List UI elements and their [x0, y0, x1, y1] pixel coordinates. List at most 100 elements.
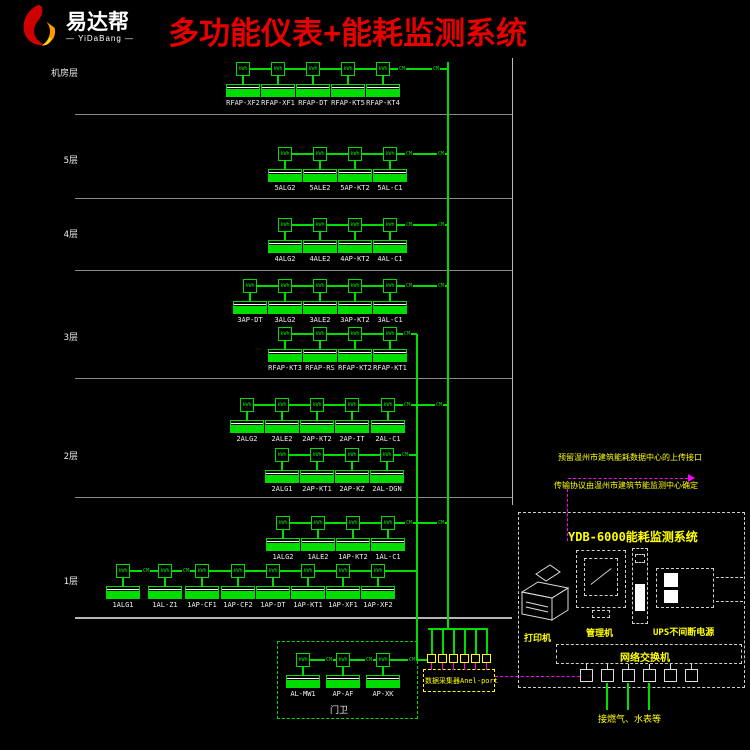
station-box — [518, 512, 745, 688]
meter-stem — [277, 76, 279, 84]
distribution-panel-icon — [221, 586, 255, 599]
meter-label: RFAP-KT4 — [366, 99, 400, 107]
distribution-panel-icon — [373, 301, 407, 314]
monitor-icon — [576, 550, 626, 608]
meter-label: 4ALG2 — [274, 255, 296, 263]
meter-label: 5AL-C1 — [377, 184, 403, 192]
distribution-panel-icon — [265, 470, 299, 483]
meter-stem — [387, 412, 389, 420]
distribution-panel-icon — [366, 675, 400, 688]
meter-stem — [319, 161, 321, 169]
distribution-panel-icon — [291, 586, 325, 599]
brand-name: 易达帮 — [66, 11, 129, 34]
bus-tag: CM — [403, 402, 412, 408]
meter-stem — [342, 667, 344, 675]
floor-separator-line — [75, 114, 512, 115]
ups-icon — [656, 568, 714, 608]
meter-label: 1AL-C1 — [375, 553, 401, 561]
collector-port — [449, 654, 458, 663]
collector-link — [453, 663, 454, 670]
kwh-meter-icon: kWh — [383, 147, 397, 161]
kwh-meter-icon: kWh — [231, 564, 245, 578]
kwh-meter-icon: kWh — [376, 62, 390, 76]
meter-stem — [389, 161, 391, 169]
switch-port-stub — [670, 664, 671, 669]
brand-logo: 易达帮 — YiDaBang — — [14, 3, 134, 51]
collector-link — [475, 663, 476, 670]
bus-tag: CM — [365, 657, 374, 663]
uplink-arrowhead-icon — [688, 474, 695, 482]
kwh-meter-icon: kWh — [345, 448, 359, 462]
kwh-meter-icon: kWh — [266, 564, 280, 578]
collector-link — [464, 663, 465, 670]
kwh-meter-icon: kWh — [383, 279, 397, 293]
meter-label: RFAP-XF1 — [261, 99, 295, 107]
switch-port — [622, 669, 635, 682]
riser-trunk-line — [447, 62, 449, 630]
collector-drop-line — [464, 629, 466, 654]
meter-label: 1AP-KT2 — [338, 553, 368, 561]
meter-stem — [281, 462, 283, 470]
bus-tag: CM — [435, 402, 444, 408]
meter-label: 1ALE2 — [307, 553, 329, 561]
meter-label: RFAP-KT2 — [338, 364, 372, 372]
distribution-panel-icon — [371, 420, 405, 433]
distribution-panel-icon — [326, 675, 360, 688]
brand-subtitle: — YiDaBang — — [66, 34, 135, 43]
meter-label: RFAP-RS — [305, 364, 335, 372]
ups-cell-2 — [664, 590, 678, 603]
collector-drop-line — [486, 629, 488, 654]
collector-port — [482, 654, 491, 663]
meter-stem — [354, 341, 356, 349]
distribution-panel-icon — [335, 420, 369, 433]
kwh-meter-icon: kWh — [158, 564, 172, 578]
collector-drop-line — [431, 629, 433, 654]
meter-stem — [284, 161, 286, 169]
bus-line — [283, 522, 448, 524]
meter-label: 1ALG1 — [112, 601, 134, 609]
distribution-panel-icon — [268, 301, 302, 314]
kwh-meter-icon: kWh — [301, 564, 315, 578]
collector-drop-line — [453, 629, 455, 654]
meter-label: 3AP-KT2 — [340, 316, 370, 324]
meter-label: 1AP-XF2 — [363, 601, 393, 609]
pc-tower-drive — [635, 554, 645, 563]
floor-label: 5层 — [63, 156, 78, 166]
meter-stem — [382, 76, 384, 84]
flame-icon — [23, 4, 56, 46]
meter-label: 1AP-CF1 — [187, 601, 217, 609]
bus-tag: CM — [437, 222, 446, 228]
collector-feeder-line — [428, 628, 488, 630]
distribution-panel-icon — [148, 586, 182, 599]
kwh-meter-icon: kWh — [278, 279, 292, 293]
distribution-panel-icon — [338, 169, 372, 182]
meter-stem — [237, 578, 239, 586]
meter-stem — [284, 341, 286, 349]
ups-wire-bottom — [716, 601, 743, 602]
distribution-panel-icon — [226, 84, 260, 97]
bus-tag: CM — [401, 452, 410, 458]
meter-label: 1AP-DT — [260, 601, 286, 609]
distribution-panel-icon — [265, 420, 299, 433]
distribution-panel-icon — [266, 538, 300, 551]
meter-stem — [284, 232, 286, 240]
distribution-panel-icon — [335, 470, 369, 483]
meter-label: 2ALG2 — [236, 435, 258, 443]
switch-port-stub — [649, 664, 650, 669]
kwh-meter-icon: kWh — [381, 398, 395, 412]
meter-label: RFAP-KT3 — [268, 364, 302, 372]
printer-icon — [520, 564, 570, 621]
kwh-meter-icon: kWh — [275, 448, 289, 462]
meter-label: 2AL-C1 — [375, 435, 401, 443]
riser-branch-line — [416, 334, 418, 661]
floor-label: 2层 — [63, 452, 78, 462]
meter-label: AL-MW1 — [290, 690, 316, 698]
distribution-panel-icon — [326, 586, 360, 599]
meter-label: 4AL-C1 — [377, 255, 403, 263]
meter-stem — [282, 530, 284, 538]
distribution-panel-icon — [268, 240, 302, 253]
meter-label: 2ALE2 — [271, 435, 293, 443]
meter-stem — [347, 76, 349, 84]
floor-separator-line — [75, 617, 512, 619]
